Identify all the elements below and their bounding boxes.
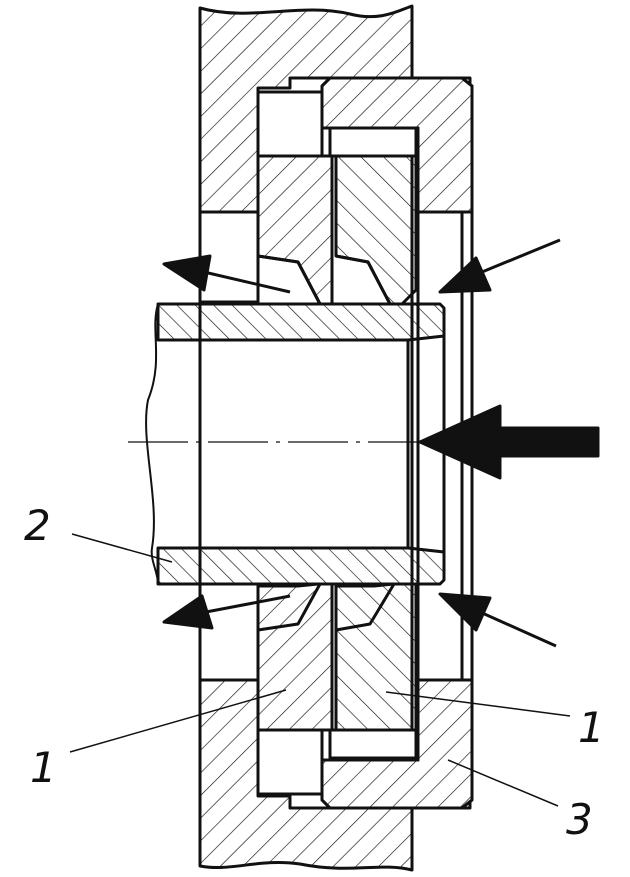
outer-cap-part-3	[320, 76, 474, 810]
leader-lines	[69, 533, 571, 807]
arrow-upper-right-icon	[438, 256, 492, 294]
wedge-segments-part-1	[256, 154, 418, 732]
arrow-upper-left-icon	[162, 254, 212, 292]
callout-2: 2	[24, 501, 51, 550]
arrow-lower-right-icon	[438, 592, 492, 632]
axial-force-arrow-icon	[418, 404, 600, 480]
tube-part-2	[145, 302, 446, 586]
callout-3: 3	[566, 795, 593, 844]
arrow-lower-left-icon	[162, 594, 214, 630]
callout-1-right: 1	[578, 703, 605, 752]
force-arrows	[162, 238, 600, 648]
callout-1-left: 1	[30, 743, 57, 792]
